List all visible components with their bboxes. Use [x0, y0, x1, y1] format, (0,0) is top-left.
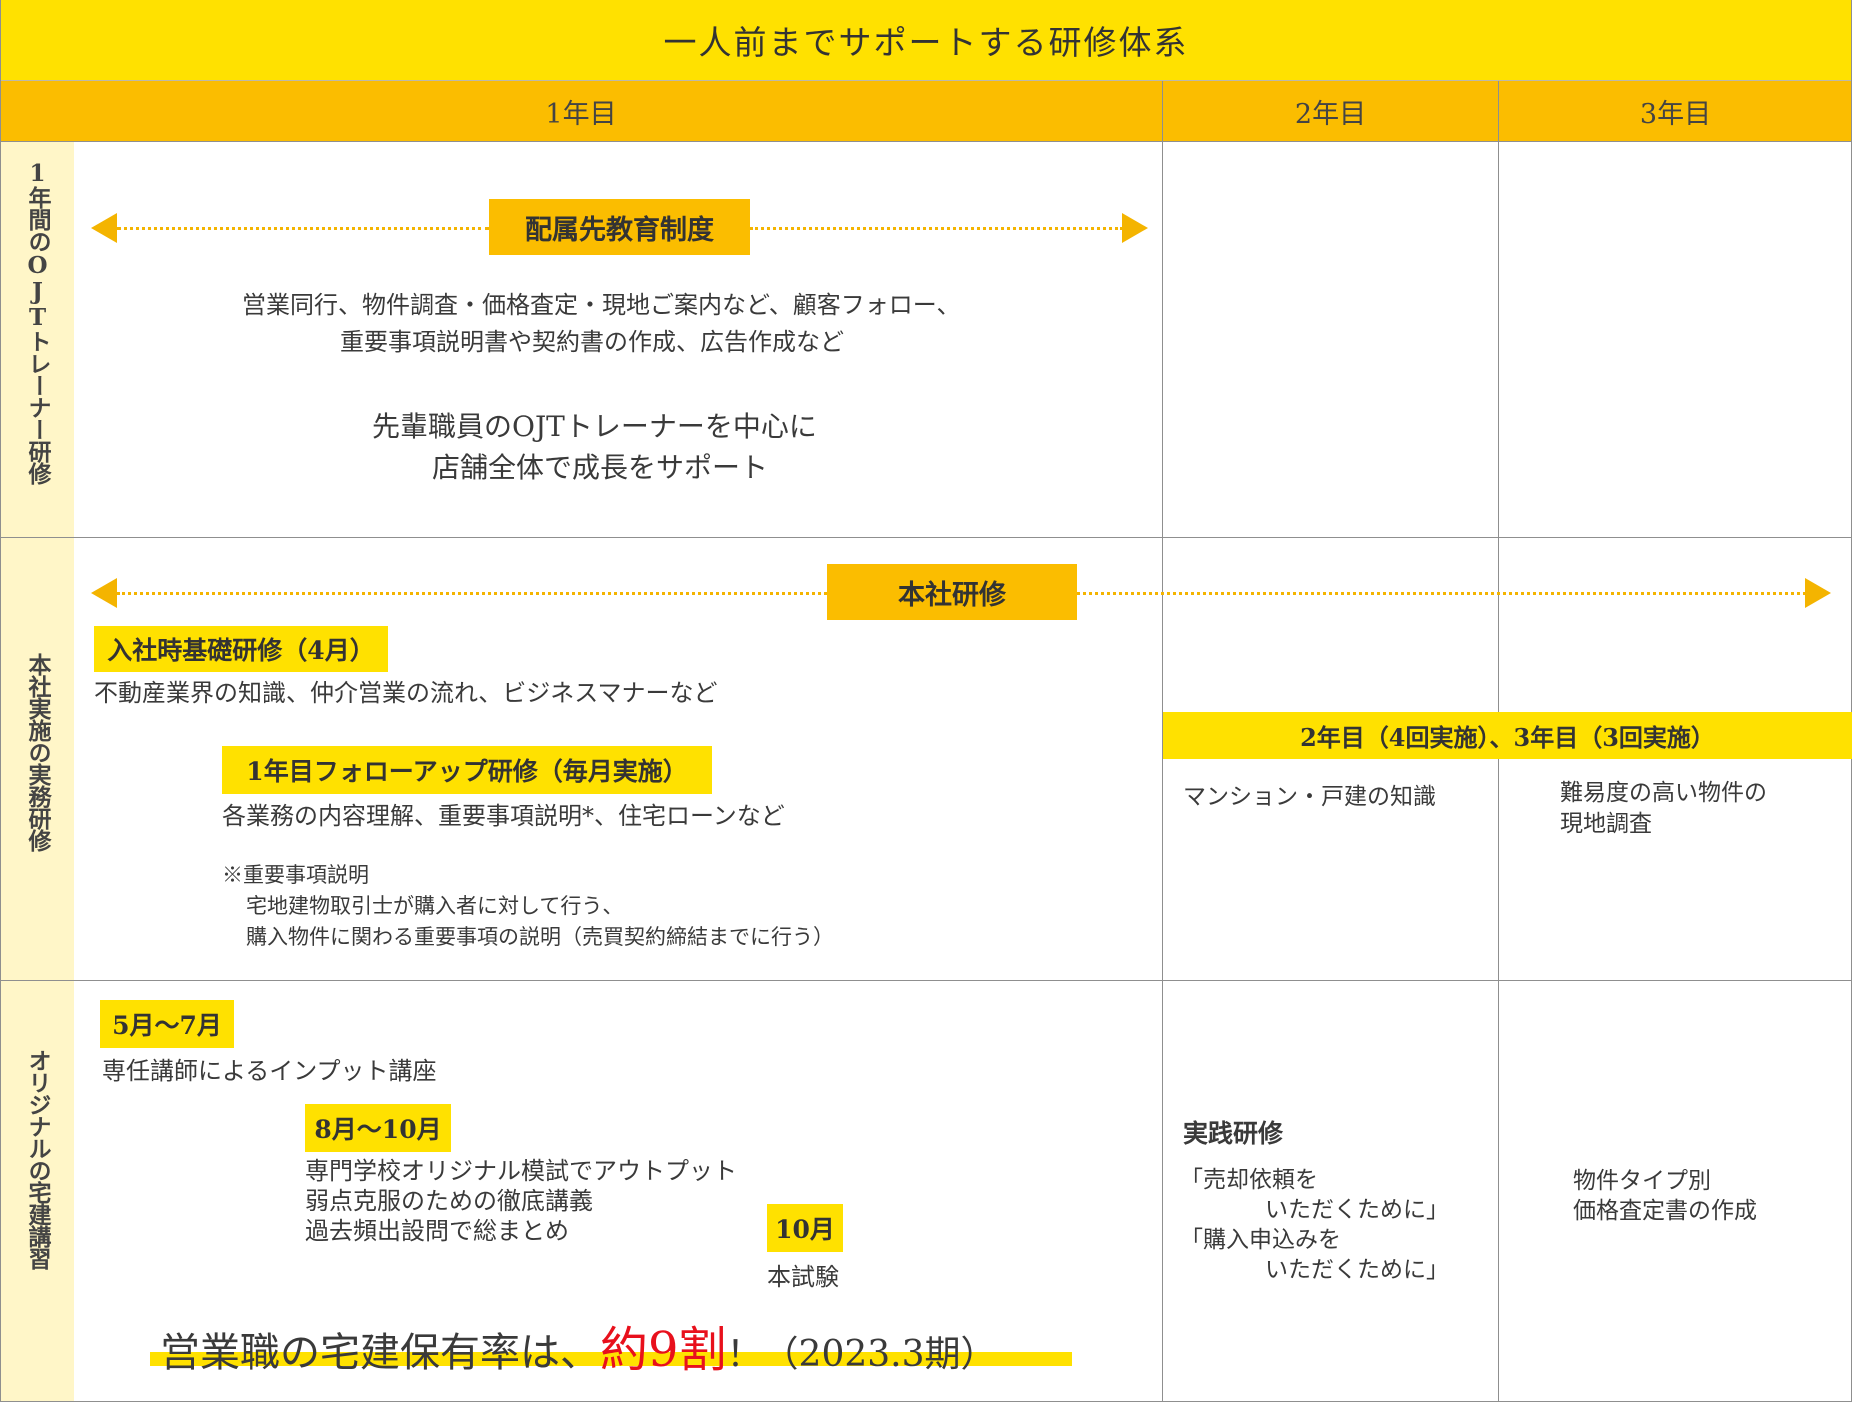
year3-honsha-desc-line2: 現地調査: [1560, 811, 1652, 837]
band-year2-year3: 2年目（4回実施）、3年目（3回実施）: [1163, 712, 1852, 759]
header-year3: 3年目: [1499, 81, 1852, 141]
followup-desc: 各業務の内容理解、重要事項説明*、住宅ローンなど: [222, 802, 785, 830]
grid-line: [0, 141, 1852, 142]
header-year1: 1年目: [0, 81, 1162, 141]
dotted-arrow-line: [117, 592, 827, 595]
ojt-note-line1: 先輩職員のOJTトレーナーを中心に: [372, 410, 817, 443]
page-title: 一人前までサポートする研修体系: [0, 0, 1852, 81]
grid-line: [0, 0, 1, 1402]
slogan-emphasis: 約9割: [600, 1322, 727, 1378]
tag-honsha: 本社研修: [827, 564, 1077, 620]
side-label-takken-text: オリジナルの宅建講習: [24, 1049, 51, 1269]
header-year2: 2年目: [1163, 81, 1498, 141]
tag-basic-training: 入社時基礎研修（4月）: [94, 626, 388, 672]
dotted-arrow-line: [750, 227, 1123, 230]
side-label-takken: オリジナルの宅建講習: [0, 981, 74, 1402]
dotted-arrow-line: [117, 227, 489, 230]
basic-training-desc: 不動産業界の知識、仲介営業の流れ、ビジネスマナーなど: [94, 679, 718, 707]
year2-practice-line3: 「購入申込みを: [1180, 1227, 1341, 1253]
dotted-arrow-line: [1077, 592, 1806, 595]
takken-desc2-line2: 弱点克服のための徹底講義: [305, 1187, 593, 1215]
year2-practice-line1: 「売却依頼を: [1180, 1167, 1318, 1193]
arrow-right-icon: [1122, 213, 1148, 243]
year2-practice-line2: いただくために」: [1265, 1197, 1449, 1223]
slogan-post: ！（2023.3期）: [726, 1334, 997, 1375]
takken-desc2-line3: 過去頻出設問で総まとめ: [305, 1217, 569, 1245]
slogan-pre: 営業職の宅建保有率は、: [160, 1330, 600, 1376]
slogan-underline: [150, 1352, 1072, 1366]
year2-honsha-desc: マンション・戸建の知識: [1183, 784, 1436, 810]
year3-honsha-desc-line1: 難易度の高い物件の: [1560, 780, 1767, 806]
ojt-note-line2: 店舗全体で成長をサポート: [432, 451, 769, 484]
grid-line: [0, 537, 1852, 538]
footnote-line1: ※重要事項説明: [222, 863, 369, 887]
footnote-line2: 宅地建物取引士が購入者に対して行う、: [246, 894, 624, 918]
year3-takken-line1: 物件タイプ別: [1573, 1168, 1711, 1194]
grid-line: [1162, 81, 1163, 1402]
year2-practice-title: 実践研修: [1183, 1119, 1284, 1148]
ojt-desc-line2: 重要事項説明書や契約書の作成、広告作成など: [340, 328, 844, 356]
takken-desc1: 専任講師によるインプット講座: [102, 1057, 437, 1085]
tag-october: 10月: [767, 1204, 843, 1252]
arrow-right-icon: [1805, 578, 1831, 608]
footnote-line3: 購入物件に関わる重要事項の説明（売買契約締結までに行う）: [246, 925, 834, 949]
year3-takken-line2: 価格査定書の作成: [1573, 1198, 1757, 1224]
tag-aug-oct: 8月～10月: [305, 1104, 451, 1152]
arrow-left-icon: [91, 578, 117, 608]
side-label-honsha-text: 本社実施の実務研修: [24, 653, 51, 851]
tag-may-july: 5月～7月: [100, 1000, 234, 1048]
takken-desc3: 本試験: [767, 1263, 839, 1291]
grid-line: [0, 980, 1852, 981]
tag-haizoku: 配属先教育制度: [489, 199, 750, 255]
ojt-desc-line1: 営業同行、物件調査・価格査定・現地ご案内など、顧客フォロー、: [242, 291, 961, 319]
year2-practice-line4: いただくために」: [1265, 1257, 1449, 1283]
side-label-honsha: 本社実施の実務研修: [0, 538, 74, 980]
tag-followup-training: 1年目フォローアップ研修（毎月実施）: [222, 746, 712, 794]
side-label-ojt-text: 1年間のOJTトレーナー研修: [24, 160, 51, 484]
slogan: 営業職の宅建保有率は、 約9割 ！（2023.3期）: [160, 1310, 997, 1380]
takken-desc2-line1: 専門学校オリジナル模試でアウトプット: [305, 1157, 737, 1185]
arrow-left-icon: [91, 213, 117, 243]
side-label-ojt: 1年間のOJTトレーナー研修: [0, 142, 74, 537]
